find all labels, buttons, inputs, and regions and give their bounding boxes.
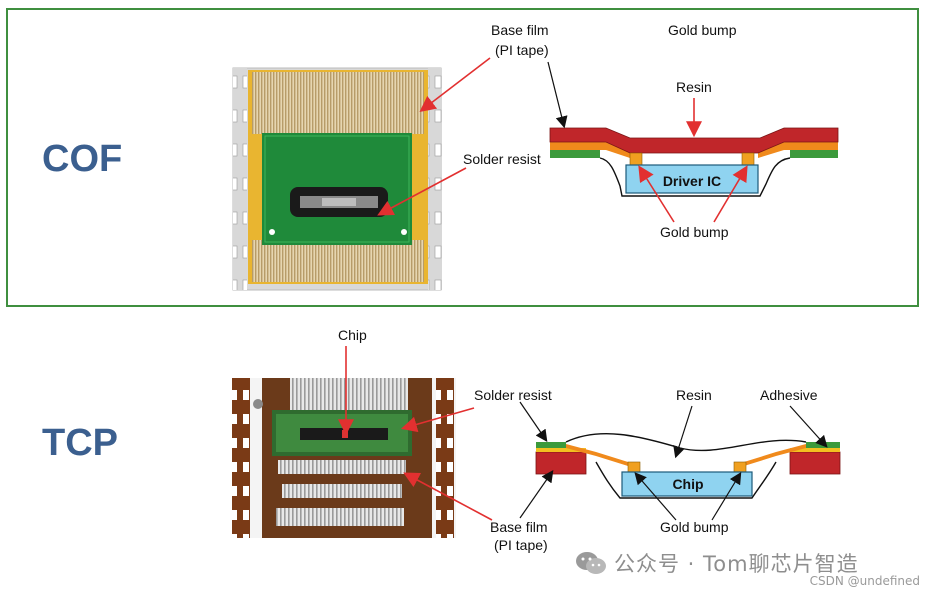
cof-panel	[6, 8, 919, 307]
cof-driver-ic-label: Driver IC	[663, 173, 721, 189]
watermark: 公众号 · Tom聊芯片智造	[574, 548, 914, 578]
tcp-sprocket-right	[436, 378, 454, 538]
cof-gold-bump-arrow-left	[638, 165, 675, 223]
tcp-resin-label: Resin	[676, 387, 712, 403]
cof-title: COF	[42, 138, 123, 180]
cof-base-film-sub-label: (PI tape)	[495, 42, 549, 58]
cof-solder-resist-arrow	[377, 167, 467, 216]
tcp-resin-arrow	[673, 405, 693, 459]
tcp-solder-resist-section-arrow	[519, 401, 548, 442]
cof-base-film-arrow	[419, 57, 491, 112]
tcp-solder-resist-arrow	[400, 407, 475, 433]
tcp-base-film-sub-label: (PI tape)	[494, 537, 548, 553]
tcp-solder-resist-label: Solder resist	[474, 387, 552, 403]
tcp-base-film-label: Base film	[490, 519, 548, 535]
cof-base-film-label: Base film	[491, 22, 549, 38]
tcp-adhesive-arrow	[789, 405, 828, 448]
cof-sprocket-left	[233, 68, 247, 290]
tcp-chip-ic-label: Chip	[672, 476, 703, 492]
tcp-leads-top	[290, 378, 408, 412]
cof-gold-bump-bottom-label: Gold bump	[660, 224, 729, 240]
csdn-watermark: CSDN @undefined	[809, 574, 920, 588]
tcp-photo	[232, 378, 456, 538]
cof-solder-resist-label: Solder resist	[463, 151, 541, 167]
cof-gold-bump-top-label: Gold bump	[668, 22, 737, 38]
tcp-gold-bump-arrow-left	[634, 472, 677, 521]
tcp-gold-bump-label: Gold bump	[660, 519, 729, 535]
tcp-base-film-arrow	[403, 472, 493, 521]
cof-resin-label: Resin	[676, 79, 712, 95]
cof-gold-bump-arrow-right	[713, 165, 748, 223]
cof-leads-top	[252, 72, 424, 134]
tcp-title: TCP	[42, 422, 118, 464]
tcp-base-film-section-arrow	[519, 470, 554, 519]
tcp-gold-bump-arrow-right	[711, 471, 742, 521]
cof-leads-bottom	[252, 240, 424, 282]
cof-photo	[232, 67, 442, 291]
tcp-sprocket-left	[232, 378, 250, 538]
wechat-icon	[576, 552, 606, 574]
tcp-chip-label: Chip	[338, 327, 367, 343]
cof-base-film-section-arrow	[547, 61, 568, 129]
tcp-adhesive-label: Adhesive	[760, 387, 818, 403]
cof-sprocket-right	[428, 68, 442, 290]
watermark-text: 公众号 · Tom聊芯片智造	[614, 552, 859, 576]
